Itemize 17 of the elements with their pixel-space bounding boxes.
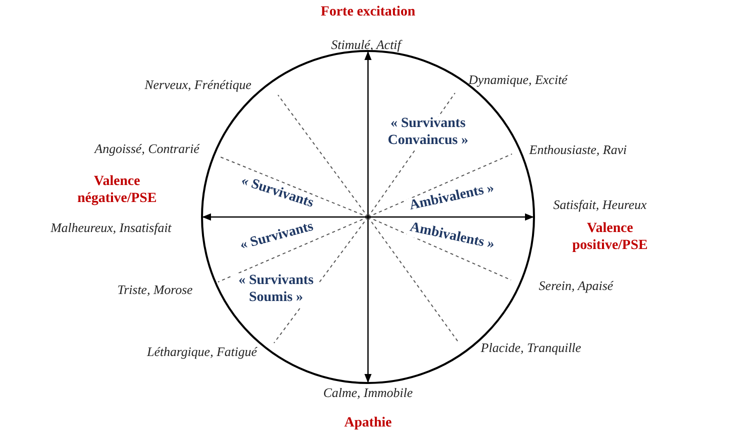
emotion-label: Enthousiaste, Ravi <box>529 142 627 158</box>
emotion-label: Calme, Immobile <box>323 385 413 401</box>
segment-label: « Survivants Soumis » <box>233 273 319 307</box>
emotion-label: Nerveux, Frénétique <box>144 77 252 93</box>
emotion-label: Léthargique, Fatigué <box>147 344 257 360</box>
axis-title: Valence positive/PSE <box>571 221 649 255</box>
emotion-label: Serein, Apaisé <box>538 278 614 294</box>
axis-title: Valence négative/PSE <box>76 174 158 208</box>
axis-title: Apathie <box>344 416 392 432</box>
emotion-label: Angoissé, Contrarié <box>94 141 200 157</box>
emotion-label: Satisfait, Heureux <box>553 197 647 213</box>
emotion-label: Triste, Morose <box>117 282 193 298</box>
axis-title: Forte excitation <box>320 4 416 22</box>
emotion-label: Stimulé, Actif <box>331 37 401 53</box>
emotion-label: Placide, Tranquille <box>480 340 582 356</box>
emotion-label: Dynamique, Excité <box>468 72 568 88</box>
emotion-label: Malheureux, Insatisfait <box>50 220 172 236</box>
